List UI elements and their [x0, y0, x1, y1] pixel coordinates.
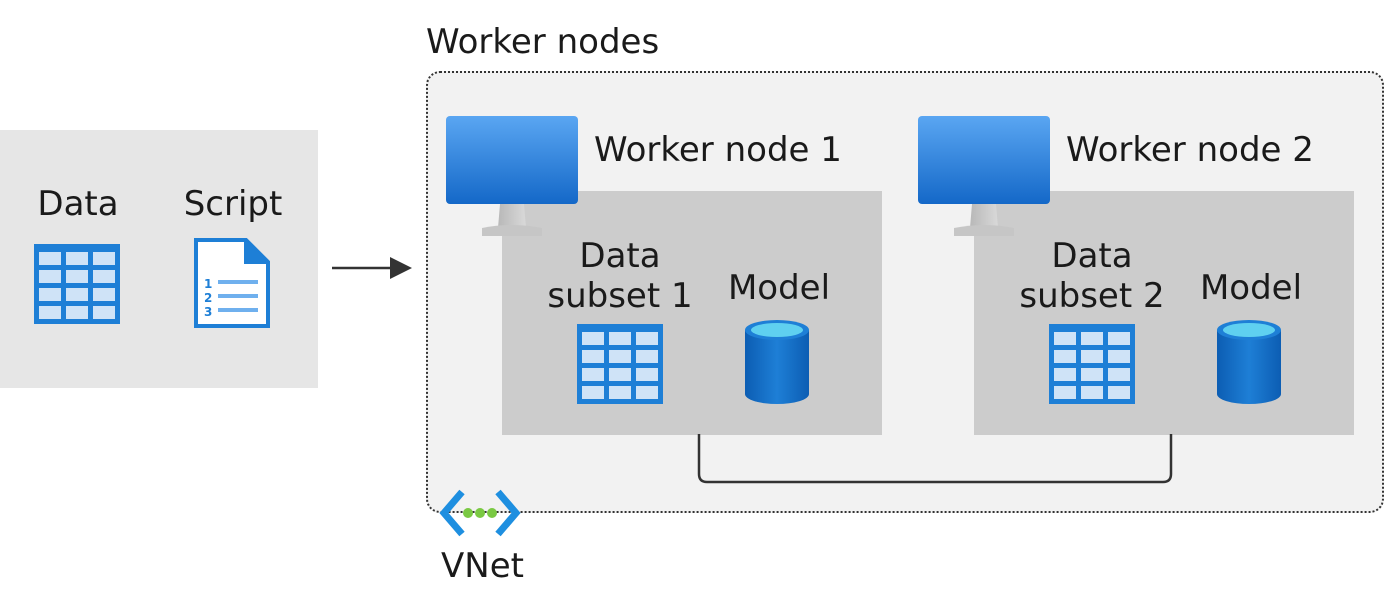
worker-node-2-title: Worker node 2 [1066, 130, 1314, 170]
worker-node-2-box [974, 191, 1354, 435]
monitor-icon [918, 116, 1050, 236]
data-subset-1-line2: subset 1 [547, 276, 693, 316]
svg-text:1: 1 [204, 277, 212, 291]
svg-text:2: 2 [204, 291, 212, 305]
node-connector [697, 434, 1175, 484]
svg-text:3: 3 [204, 305, 212, 319]
vnet-icon [439, 488, 521, 538]
database-cylinder-icon [745, 320, 809, 406]
data-subset-1-line1: Data [579, 236, 661, 276]
vnet-label: VNet [441, 546, 524, 586]
table-icon [1049, 324, 1135, 404]
flow-arrow [332, 254, 412, 282]
worker-group-title: Worker nodes [426, 22, 660, 62]
database-cylinder-icon [1217, 320, 1281, 406]
model-1-label: Model [727, 268, 831, 308]
monitor-icon [446, 116, 578, 236]
table-icon [34, 244, 120, 324]
table-icon [577, 324, 663, 404]
data-subset-2-line1: Data [1051, 236, 1133, 276]
model-2-label: Model [1199, 268, 1303, 308]
worker-node-1-box [502, 191, 882, 435]
script-label: Script [183, 184, 283, 224]
data-label: Data [37, 184, 119, 224]
script-document-icon: 1 2 3 [194, 238, 270, 328]
worker-node-1-title: Worker node 1 [594, 130, 842, 170]
data-subset-2-line2: subset 2 [1019, 276, 1165, 316]
